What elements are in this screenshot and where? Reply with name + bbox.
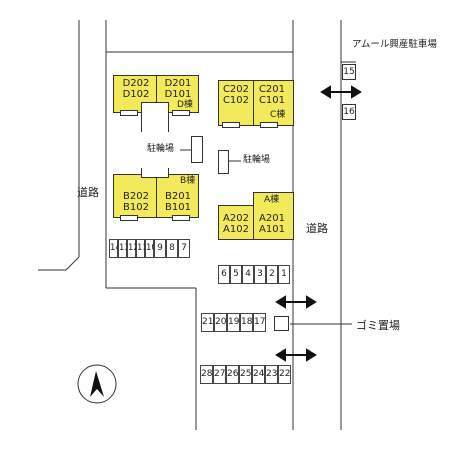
building-c-divider: [253, 80, 254, 126]
parking-space: 4: [242, 265, 254, 284]
parking-space: 3: [254, 265, 266, 284]
unit-label: D102: [122, 89, 150, 100]
building-b-step: [172, 215, 190, 221]
parking-space: 18: [240, 313, 253, 332]
garbage-label: ゴミ置場: [356, 319, 400, 332]
building-d-notch: [141, 102, 169, 132]
building-c: [218, 80, 294, 126]
parking-space: 9: [154, 239, 166, 258]
unit-label: A101: [259, 224, 285, 235]
parking-space: 14: [109, 239, 121, 258]
unit-label: C102: [222, 95, 250, 106]
bike-parking-label: 駐輪場: [147, 144, 175, 154]
bike-rack: [191, 136, 203, 163]
north-arrow-icon: [77, 364, 117, 404]
building-c-tag: C棟: [270, 110, 286, 120]
parking-space: 19: [227, 313, 240, 332]
parking-space: 22: [278, 365, 291, 384]
unit-label: D201: [164, 78, 192, 89]
building-c-step: [222, 122, 240, 128]
unit-a-right: A201 A101: [256, 213, 288, 235]
unit-label: C101: [258, 95, 286, 106]
building-c-step: [260, 122, 278, 128]
building-d-step: [120, 110, 138, 116]
building-b-tag: B棟: [180, 176, 196, 186]
parking-space: 24: [252, 365, 265, 384]
bike-rack: [218, 150, 229, 174]
parking-space: 10: [145, 239, 157, 258]
parking-space: 7: [178, 239, 190, 258]
parking-space: 27: [213, 365, 226, 384]
external-parking-label: アムール興産駐車場: [352, 39, 437, 50]
parking-space: 8: [166, 239, 178, 258]
double-arrow-icon: [275, 85, 362, 362]
parking-space: 2: [266, 265, 278, 284]
parking-space: 17: [253, 313, 266, 332]
parking-space-external: 16: [342, 104, 356, 120]
unit-label: D101: [164, 89, 192, 100]
unit-label: A102: [223, 224, 249, 235]
parking-space: 28: [200, 365, 213, 384]
unit-c-right: C201 C101: [256, 84, 288, 106]
building-a-notch: [218, 192, 254, 206]
unit-label: D202: [122, 78, 150, 89]
road-label-left: 道路: [77, 186, 99, 199]
parking-space: 6: [218, 265, 230, 284]
building-d-divider: [156, 75, 157, 103]
building-a-tag: A棟: [264, 195, 280, 205]
unit-b-left: B202 B102: [118, 191, 154, 213]
unit-d-left: D202 D102: [118, 78, 154, 100]
building-b-divider: [156, 178, 157, 218]
unit-label: B201: [165, 191, 191, 202]
parking-space: 20: [214, 313, 227, 332]
building-d-tag: D棟: [177, 100, 193, 110]
parking-space: 12: [127, 239, 139, 258]
parking-space: 5: [230, 265, 242, 284]
building-a-divider: [253, 205, 254, 240]
parking-space-external: 15: [342, 64, 356, 80]
parking-space: 25: [239, 365, 252, 384]
parking-space: 21: [201, 313, 214, 332]
building-b-notch: [141, 168, 169, 178]
unit-b-right: B201 B101: [160, 191, 196, 213]
unit-d-right: D201 D101: [160, 78, 196, 100]
unit-label: A202: [223, 213, 249, 224]
parking-space: 1: [278, 265, 290, 284]
building-d-step: [172, 110, 190, 116]
garbage-box: [274, 316, 289, 331]
unit-label: C201: [258, 84, 286, 95]
unit-label: B101: [165, 202, 191, 213]
unit-label: B102: [123, 202, 149, 213]
unit-c-left: C202 C102: [220, 84, 252, 106]
unit-a-left: A202 A102: [220, 213, 252, 235]
unit-label: C202: [222, 84, 250, 95]
unit-label: A201: [259, 213, 285, 224]
bike-parking-label: 駐輪場: [243, 155, 271, 165]
building-b-step: [120, 215, 138, 221]
road-label-right: 道路: [306, 222, 328, 235]
parking-space: 23: [265, 365, 278, 384]
parking-space: 13: [118, 239, 130, 258]
unit-label: B202: [123, 191, 149, 202]
parking-space: 26: [226, 365, 239, 384]
parking-space: 11: [136, 239, 148, 258]
